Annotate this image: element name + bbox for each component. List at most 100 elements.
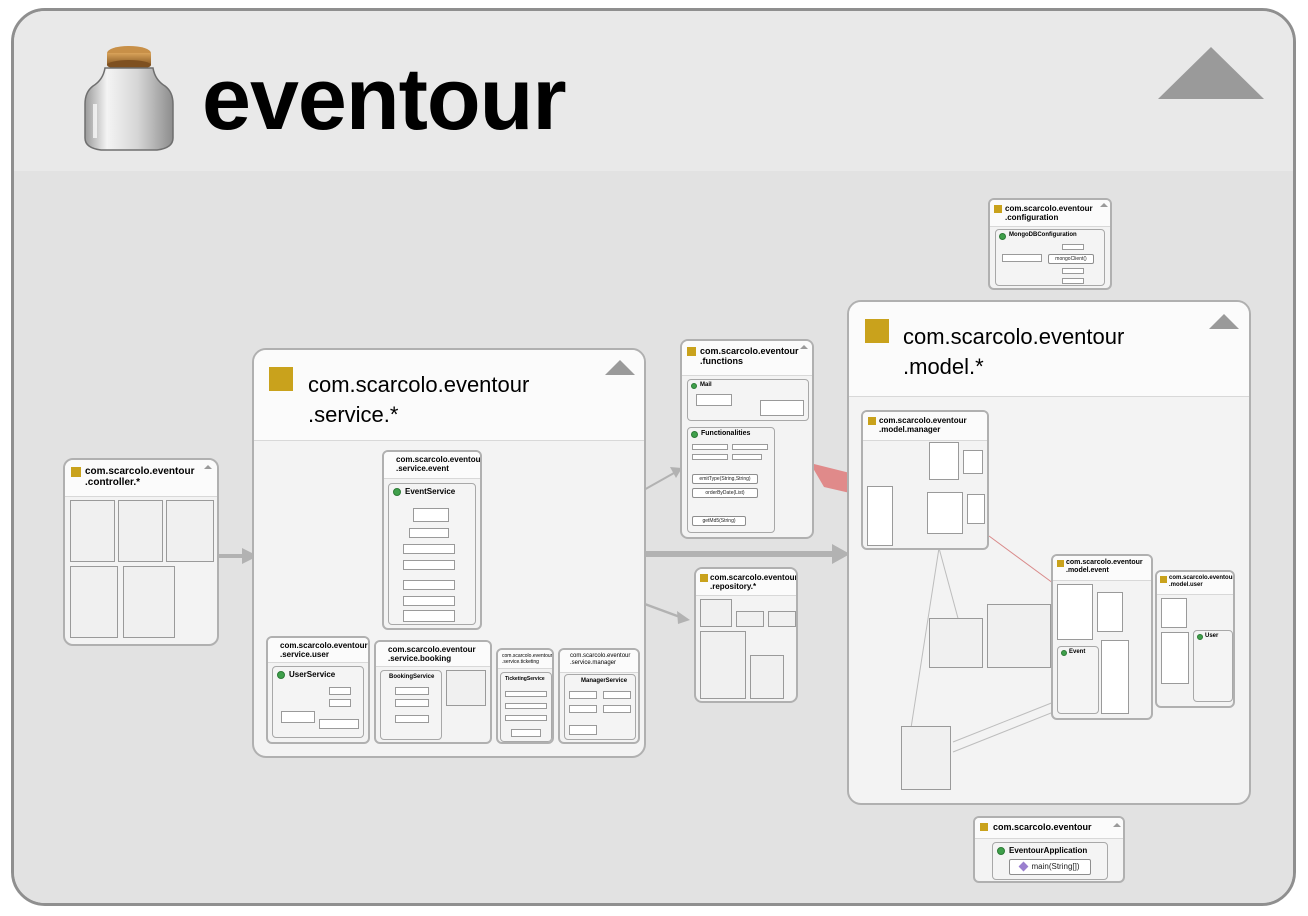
- method-icon: [1019, 861, 1029, 872]
- package-model-event[interactable]: com.scarcolo.eventour .model.event Event: [1051, 554, 1153, 720]
- class-mongodb-configuration[interactable]: MongoDBConfiguration mongoClient(): [995, 229, 1105, 286]
- diagram-title: eventour: [202, 49, 567, 148]
- method-label: getMd5(String): [702, 518, 736, 524]
- package-icon: [1160, 576, 1167, 583]
- collapse-triangle-icon[interactable]: [1209, 314, 1239, 329]
- package-title: com.scarcolo.eventour .service.*: [308, 372, 530, 427]
- class-user-service[interactable]: UserService: [272, 666, 364, 738]
- package-title: com.scarcolo.eventour .controller.*: [85, 466, 195, 488]
- package-title: com.scarcolo.eventour .service.ticketing: [502, 653, 553, 665]
- class-manager-service[interactable]: ManagerService: [564, 674, 636, 740]
- package-icon: [868, 417, 876, 425]
- diagram-frame: eventour com.scarcolo.eventour .controll…: [11, 8, 1296, 906]
- class-functionalities[interactable]: Functionalities emitType(String,String) …: [687, 427, 775, 533]
- class-icon: [1197, 634, 1203, 640]
- package-configuration[interactable]: com.scarcolo.eventour .configuration Mon…: [988, 198, 1112, 290]
- method-order-by-date[interactable]: orderByDate(List): [692, 488, 758, 498]
- method-get-md5[interactable]: getMd5(String): [692, 516, 746, 526]
- subpackage: [166, 500, 214, 562]
- edge-functions-model: [810, 463, 850, 493]
- method-emit-type[interactable]: emitType(String,String): [692, 474, 758, 484]
- class-name: EventourApplication: [1009, 846, 1088, 855]
- package-model[interactable]: com.scarcolo.eventour .model.* com.scarc…: [847, 300, 1251, 805]
- package-icon: [865, 319, 889, 343]
- subpackage: [929, 618, 983, 668]
- package-title: com.scarcolo.eventour: [993, 822, 1092, 832]
- collapse-triangle-icon[interactable]: [1113, 823, 1121, 827]
- class-icon: [1061, 650, 1067, 656]
- package-service-manager[interactable]: com.scarcolo.eventour .service.manager M…: [558, 648, 640, 744]
- class-event[interactable]: Event: [1057, 646, 1099, 714]
- class-name: UserService: [289, 670, 336, 679]
- subpackage: [901, 726, 951, 790]
- package-model-manager[interactable]: com.scarcolo.eventour .model.manager: [861, 410, 989, 550]
- method-label: main(String[]): [1031, 862, 1080, 871]
- class-name: TicketingService: [505, 676, 545, 682]
- package-service-event[interactable]: com.scarcolo.eventour .service.event Eve…: [382, 450, 482, 630]
- collapse-triangle-icon[interactable]: [605, 360, 635, 375]
- package-title: com.scarcolo.eventour .model.user: [1169, 575, 1235, 588]
- class-booking-service[interactable]: BookingService: [380, 670, 442, 740]
- package-icon: [700, 574, 708, 582]
- class-eventour-application[interactable]: EventourApplication main(String[]): [992, 842, 1108, 880]
- class-icon: [393, 488, 401, 496]
- package-title: com.scarcolo.eventour .functions: [700, 346, 799, 366]
- package-title: com.scarcolo.eventour .service.event: [396, 455, 482, 473]
- package-icon: [269, 367, 293, 391]
- method-label: mongoClient(): [1055, 256, 1087, 262]
- subpackage: [118, 500, 163, 562]
- package-functions[interactable]: com.scarcolo.eventour .functions Mail Fu…: [680, 339, 814, 539]
- dependency-edges: [216, 463, 850, 624]
- class-name: User: [1205, 633, 1219, 639]
- package-service-booking[interactable]: com.scarcolo.eventour .service.booking B…: [374, 640, 492, 744]
- jar-icon: [84, 46, 174, 151]
- package-model-user[interactable]: com.scarcolo.eventour .model.user User: [1155, 570, 1235, 708]
- collapse-triangle-icon[interactable]: [800, 345, 808, 349]
- package-title: com.scarcolo.eventour .service.user: [280, 641, 368, 659]
- class-icon: [999, 233, 1006, 240]
- class-name: Mail: [700, 382, 712, 388]
- subpackage: [70, 566, 118, 638]
- package-controller[interactable]: com.scarcolo.eventour .controller.*: [63, 458, 219, 646]
- method-main[interactable]: main(String[]): [1009, 859, 1091, 875]
- class-ticketing-service[interactable]: TicketingService: [500, 672, 552, 742]
- collapse-triangle-icon[interactable]: [1100, 203, 1108, 207]
- subpackage: [70, 500, 115, 562]
- class-icon: [691, 431, 698, 438]
- method-mongo-client[interactable]: mongoClient(): [1048, 254, 1094, 264]
- package-repository[interactable]: com.scarcolo.eventour .repository.*: [694, 567, 798, 703]
- class-name: Event: [1069, 649, 1086, 655]
- package-service-ticketing[interactable]: com.scarcolo.eventour .service.ticketing…: [496, 648, 554, 744]
- class-event-service[interactable]: EventService: [388, 483, 476, 625]
- edge-service-model: [642, 544, 850, 564]
- package-icon: [687, 347, 696, 356]
- class-name: BookingService: [389, 674, 435, 680]
- package-icon: [980, 823, 988, 831]
- package-title: com.scarcolo.eventour .service.manager: [570, 653, 631, 666]
- package-service-user[interactable]: com.scarcolo.eventour .service.user User…: [266, 636, 370, 744]
- class-name: ManagerService: [581, 678, 628, 684]
- package-title: com.scarcolo.eventour .configuration: [1005, 204, 1093, 222]
- class-name: Functionalities: [701, 430, 751, 437]
- edge-service-functions: [641, 467, 682, 492]
- collapse-triangle-icon[interactable]: [204, 465, 212, 469]
- package-icon: [994, 205, 1002, 213]
- package-title: com.scarcolo.eventour .repository.*: [710, 573, 798, 591]
- class-icon: [277, 671, 285, 679]
- package-title: com.scarcolo.eventour .model.manager: [879, 416, 967, 434]
- collapse-triangle-icon[interactable]: [1158, 47, 1264, 99]
- class-name: MongoDBConfiguration: [1009, 232, 1077, 238]
- package-service[interactable]: com.scarcolo.eventour .service.* com.sca…: [252, 348, 646, 758]
- package-title: com.scarcolo.eventour .service.booking: [388, 645, 476, 663]
- class-user[interactable]: User: [1193, 630, 1233, 702]
- package-root[interactable]: com.scarcolo.eventour EventourApplicatio…: [973, 816, 1125, 883]
- class-mail[interactable]: Mail: [687, 379, 809, 421]
- class-icon: [691, 383, 697, 389]
- class-icon: [997, 847, 1005, 855]
- subpackage: [123, 566, 175, 638]
- package-title: com.scarcolo.eventour .model.event: [1066, 559, 1143, 574]
- package-icon: [71, 467, 81, 477]
- edge-service-repository: [641, 601, 690, 624]
- edge-controller-service: [216, 548, 258, 564]
- method-label: orderByDate(List): [705, 490, 745, 496]
